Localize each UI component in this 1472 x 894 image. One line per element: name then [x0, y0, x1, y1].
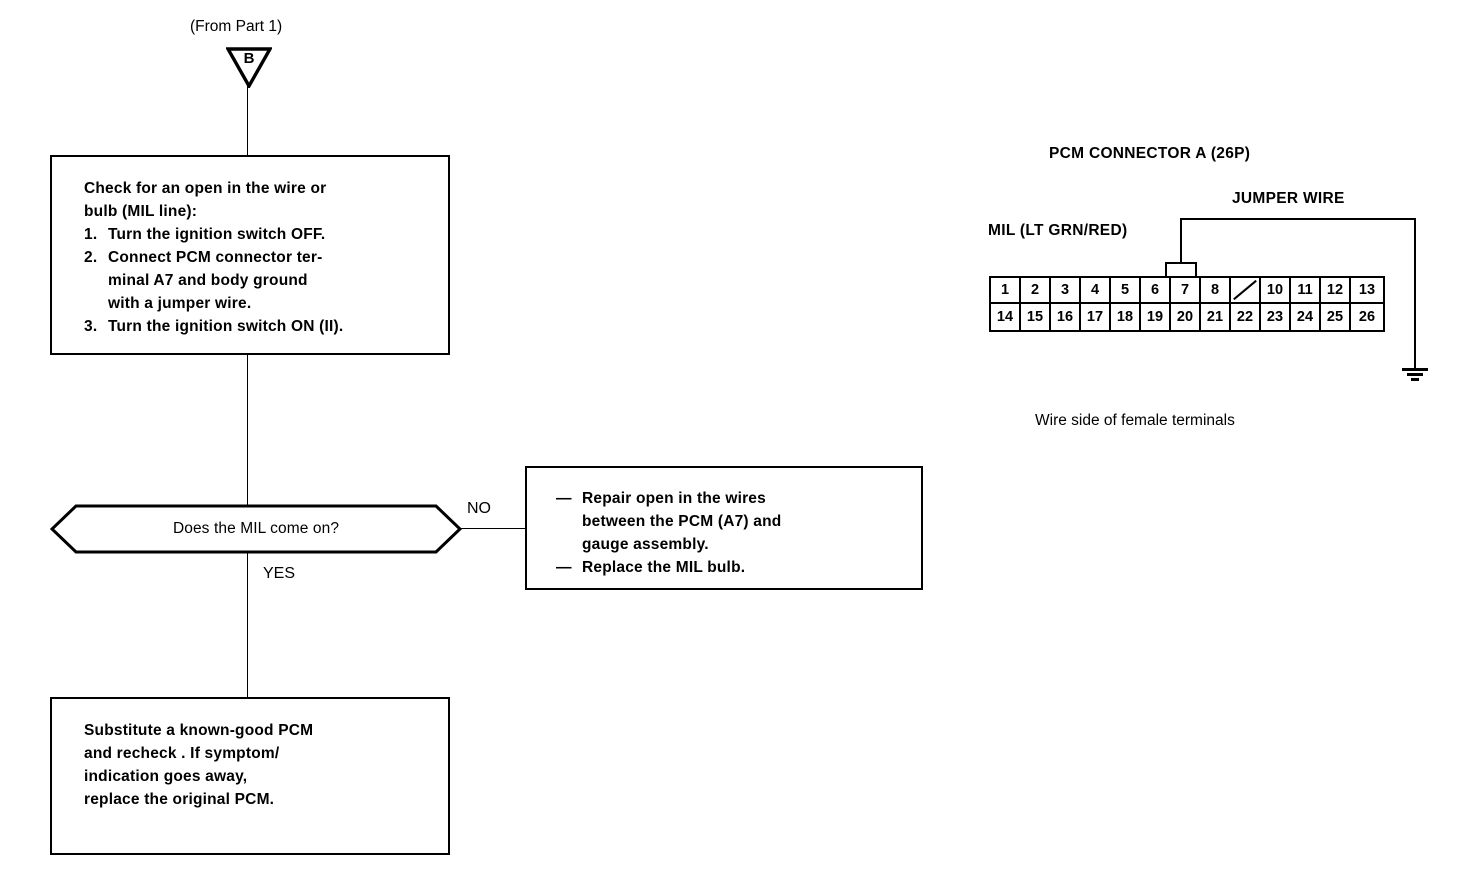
check-open-wire-box: Check for an open in the wire or bulb (M…: [50, 155, 450, 355]
terminal-cell: 2: [1021, 278, 1051, 302]
step-line: minal A7 and body ground: [108, 272, 308, 289]
terminal-cell: 24: [1291, 304, 1321, 330]
mil-wire-label: MIL (LT GRN/RED): [988, 222, 1128, 239]
branch-label-no: NO: [467, 500, 491, 517]
terminal-cell: 22: [1231, 304, 1261, 330]
terminal-cell: 8: [1201, 278, 1231, 302]
final-line: and recheck . If symptom/: [84, 745, 280, 762]
repair-item: — Repair open in the wires between the P…: [556, 487, 903, 556]
connector-title: PCM CONNECTOR A (26P): [1049, 145, 1251, 162]
terminal-cell: 14: [991, 304, 1021, 330]
terminal-cell: 13: [1351, 278, 1383, 302]
jumper-wire-horizontal: [1180, 218, 1416, 220]
decision-question: Does the MIL come on?: [172, 520, 340, 537]
terminal-7-tab: [1165, 262, 1197, 278]
step-text: Turn the ignition switch OFF.: [108, 226, 326, 243]
terminal-cell: 23: [1261, 304, 1291, 330]
step-text: Turn the ignition switch ON (II).: [108, 318, 344, 335]
terminal-cell: 18: [1111, 304, 1141, 330]
step-item: 1. Turn the ignition switch OFF.: [84, 223, 434, 246]
connector-line-yes-branch: [247, 552, 248, 698]
repair-line: between the PCM (A7) and: [582, 513, 782, 530]
dash-bullet: —: [556, 559, 572, 576]
terminal-cell: 3: [1051, 278, 1081, 302]
check-box-heading-line1: Check for an open in the wire or: [84, 180, 327, 197]
connector-line-entry-to-check: [247, 86, 248, 156]
terminal-cell-blank-slashed: [1231, 278, 1261, 302]
branch-label-yes: YES: [263, 565, 296, 582]
terminal-cell: 6: [1141, 278, 1171, 302]
terminal-row-bottom: 14 15 16 17 18 19 20 21 22 23 24 25 26: [991, 304, 1383, 330]
terminal-cell: 11: [1291, 278, 1321, 302]
terminal-cell: 21: [1201, 304, 1231, 330]
step-number: 1.: [84, 226, 98, 243]
check-box-steps: 1. Turn the ignition switch OFF. 2. Conn…: [84, 223, 434, 338]
terminal-cell: 20: [1171, 304, 1201, 330]
terminal-cell: 7: [1171, 278, 1201, 302]
repair-item-text: Replace the MIL bulb.: [582, 559, 746, 576]
step-text: Connect PCM connector ter- minal A7 and …: [108, 246, 434, 315]
connector-line-check-to-decision: [247, 355, 248, 507]
entry-source-label: (From Part 1): [190, 18, 283, 35]
check-box-heading-line2: bulb (MIL line):: [84, 203, 198, 220]
step-number: 3.: [84, 318, 98, 335]
repair-item-text: Repair open in the wires between the PCM…: [582, 487, 903, 556]
terminal-cell: 26: [1351, 304, 1383, 330]
decision-mil-comes-on: Does the MIL come on?: [50, 504, 462, 554]
terminal-cell: 15: [1021, 304, 1051, 330]
terminal-cell: 25: [1321, 304, 1351, 330]
repair-open-result-box: — Repair open in the wires between the P…: [525, 466, 923, 590]
ground-icon: [1402, 368, 1428, 381]
step-line: Connect PCM connector ter-: [108, 249, 323, 266]
terminal-cell: 12: [1321, 278, 1351, 302]
repair-items: — Repair open in the wires between the P…: [556, 487, 903, 579]
terminal-cell: 17: [1081, 304, 1111, 330]
final-line: indication goes away,: [84, 768, 248, 785]
entry-connector-triangle-icon: B: [225, 46, 273, 90]
dash-bullet: —: [556, 490, 572, 507]
terminal-cell: 16: [1051, 304, 1081, 330]
entry-connector-id: B: [243, 50, 255, 67]
terminal-cell: 10: [1261, 278, 1291, 302]
repair-item: — Replace the MIL bulb.: [556, 556, 903, 579]
jumper-wire-right-drop: [1414, 218, 1416, 368]
jumper-wire-left-drop: [1180, 218, 1182, 266]
final-line: Substitute a known-good PCM: [84, 722, 314, 739]
terminal-row-top: 1 2 3 4 5 6 7 8 10 11 12 13: [991, 278, 1383, 304]
step-item: 2. Connect PCM connector ter- minal A7 a…: [84, 246, 434, 315]
terminal-cell: 5: [1111, 278, 1141, 302]
pcm-connector-terminal-grid: 1 2 3 4 5 6 7 8 10 11 12 13 14 15 16 17 …: [989, 276, 1385, 332]
connector-line-no-branch: [460, 528, 526, 529]
repair-line: Repair open in the wires: [582, 490, 766, 507]
terminal-cell: 19: [1141, 304, 1171, 330]
step-number: 2.: [84, 249, 98, 266]
step-item: 3. Turn the ignition switch ON (II).: [84, 315, 434, 338]
terminal-cell: 1: [991, 278, 1021, 302]
step-line: with a jumper wire.: [108, 295, 252, 312]
substitute-pcm-box: Substitute a known-good PCM and recheck …: [50, 697, 450, 855]
repair-line: gauge assembly.: [582, 536, 709, 553]
connector-caption: Wire side of female terminals: [1035, 412, 1235, 429]
jumper-wire-label: JUMPER WIRE: [1232, 190, 1345, 207]
final-line: replace the original PCM.: [84, 791, 275, 808]
terminal-cell: 4: [1081, 278, 1111, 302]
diagonal-slash-icon: [1233, 279, 1257, 301]
